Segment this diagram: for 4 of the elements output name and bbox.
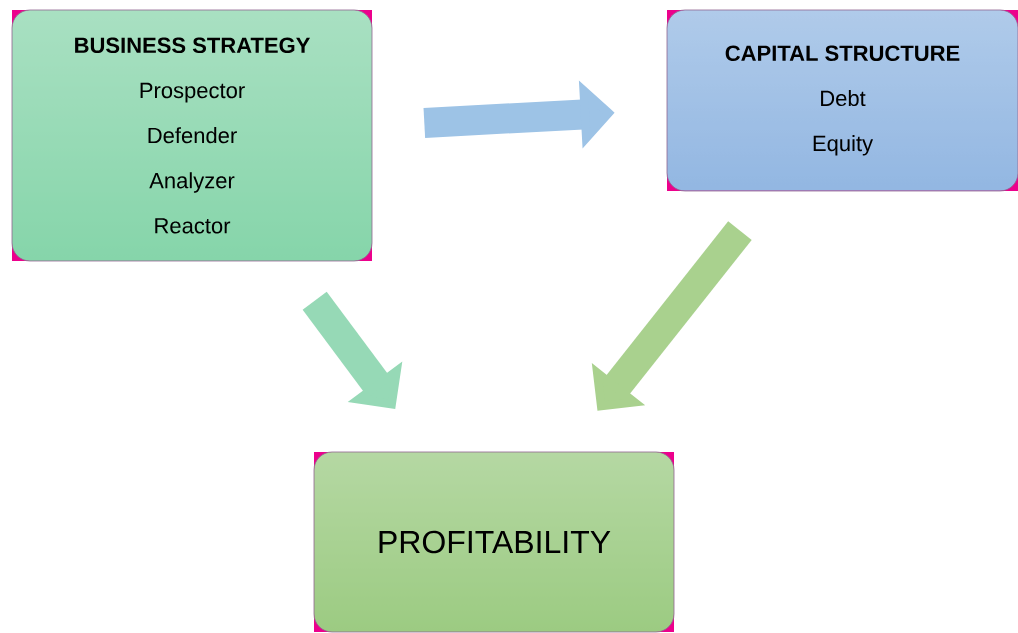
block-arrow (302, 291, 403, 409)
process-box: BUSINESS STRATEGY Prospector Defender Analyzer Reactor (11, 9, 373, 262)
process-box: CAPITAL STRUCTURE Debt Equity (666, 9, 1018, 192)
process-box: PROFITABILITY (313, 451, 675, 633)
